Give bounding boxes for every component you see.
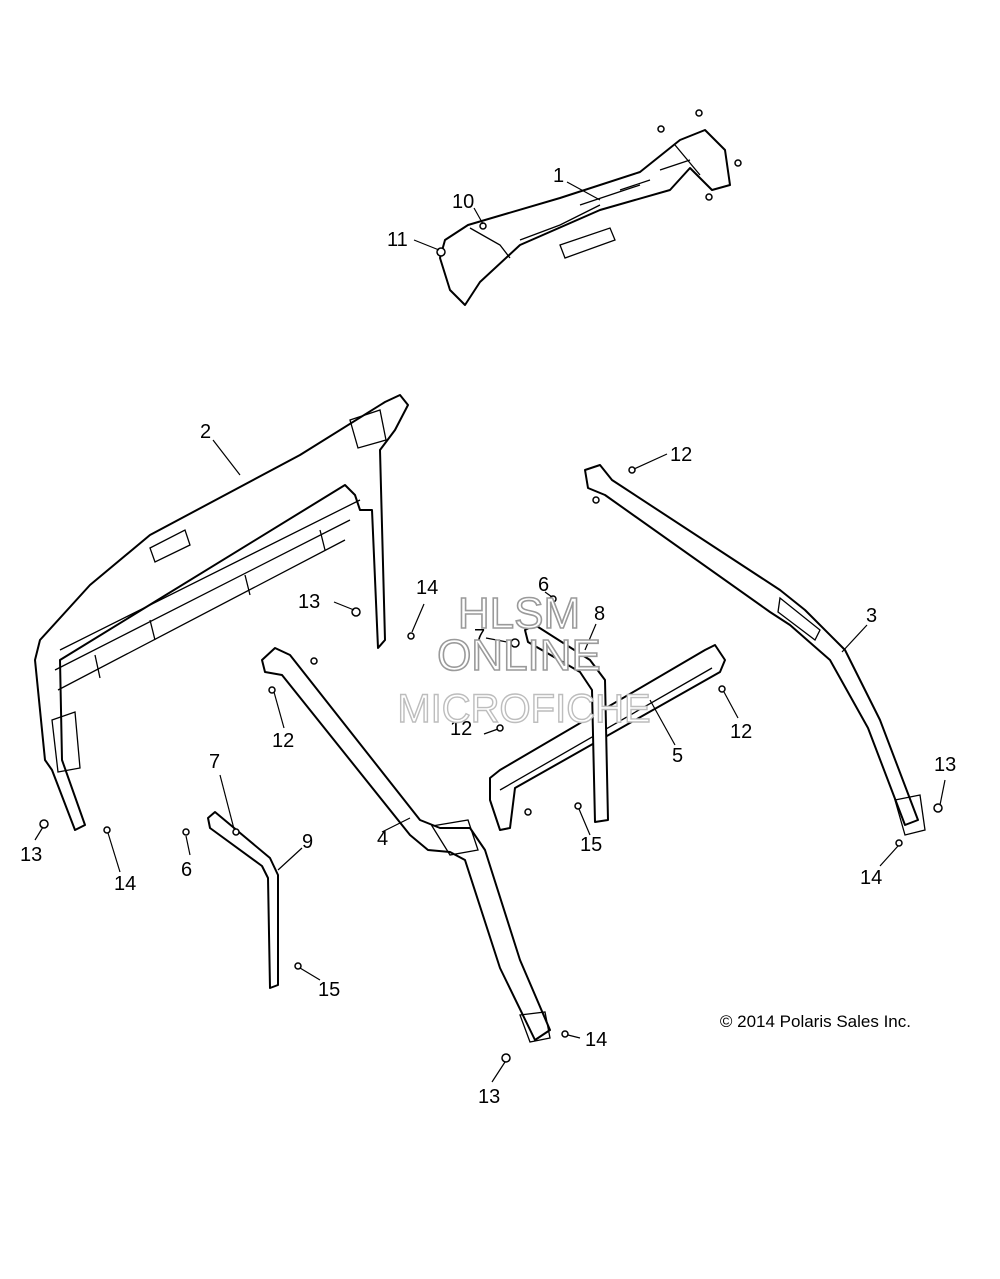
callout-8: 8 <box>594 603 605 625</box>
callout-6-lower: 6 <box>181 859 192 881</box>
callout-7-lower: 7 <box>209 751 220 773</box>
callout-13-bottom: 13 <box>478 1086 500 1108</box>
part-3-right-rail <box>584 464 926 836</box>
callout-13-far-left: 13 <box>20 844 42 866</box>
callout-9: 9 <box>302 831 313 853</box>
part-1-roof-panel <box>436 109 742 306</box>
part-8-bracket <box>510 624 609 823</box>
part-4-left-rail <box>261 647 551 1043</box>
callout-12-middle: 12 <box>450 718 472 740</box>
callout-labels: 1 10 11 2 12 3 6 13 14 8 7 12 12 12 5 7 … <box>20 165 956 1108</box>
leader-lines <box>34 181 946 1083</box>
callout-1: 1 <box>553 165 564 187</box>
callout-12-top-right: 12 <box>670 444 692 466</box>
callout-14-lower: 14 <box>585 1029 607 1051</box>
callout-14-left: 14 <box>114 873 136 895</box>
watermark-line-3: MICROFICHE <box>397 687 650 731</box>
watermark-line-2: ONLINE <box>437 631 601 680</box>
callout-3: 3 <box>866 605 877 627</box>
callout-12-right: 12 <box>730 721 752 743</box>
callout-11: 11 <box>387 229 408 251</box>
callout-12-left: 12 <box>272 730 294 752</box>
callout-4: 4 <box>377 828 388 850</box>
part-9-grab-handle <box>207 811 279 989</box>
callout-6-upper: 6 <box>538 574 549 596</box>
callout-15-middle: 15 <box>580 834 602 856</box>
callout-13-upper-left: 13 <box>298 591 320 613</box>
callout-14-right: 14 <box>860 867 882 889</box>
copyright-notice: © 2014 Polaris Sales Inc. <box>720 1012 911 1031</box>
callout-15-lower: 15 <box>318 979 340 1001</box>
watermark: HLSM ONLINE MICROFICHE <box>397 588 652 732</box>
watermark-line-1: HLSM <box>458 589 580 638</box>
callout-13-far-right: 13 <box>934 754 956 776</box>
callout-2: 2 <box>200 421 211 443</box>
hardware-fasteners <box>39 595 943 1063</box>
part-2-front-frame <box>34 394 409 831</box>
callout-7-upper: 7 <box>474 626 485 648</box>
callout-10: 10 <box>452 191 474 213</box>
callout-14-upper: 14 <box>416 577 438 599</box>
callout-5: 5 <box>672 745 683 767</box>
